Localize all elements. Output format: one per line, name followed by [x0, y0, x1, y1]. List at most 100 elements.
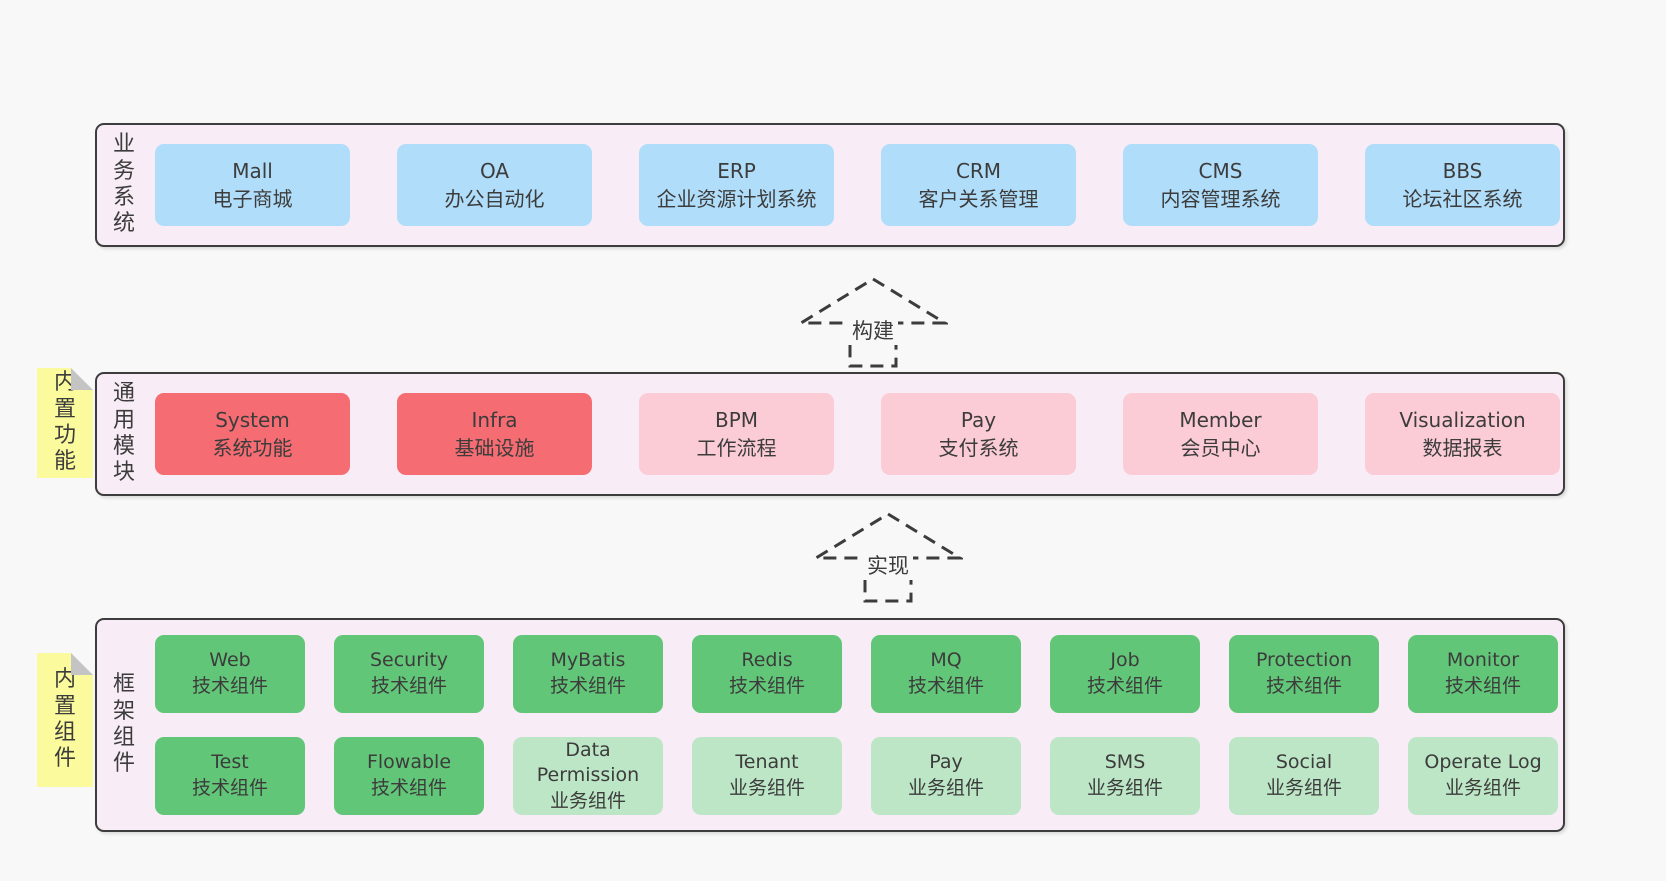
box-social: Social 业务组件 [1229, 737, 1379, 815]
box-title: MyBatis [550, 649, 626, 672]
box-title: CRM [955, 159, 1002, 183]
box-erp: ERP 企业资源计划系统 [639, 144, 834, 226]
box-title: Mall [232, 159, 273, 183]
box-title: Flowable [366, 751, 452, 774]
box-title: MQ [930, 649, 962, 672]
box-subtitle: 系统功能 [212, 436, 293, 460]
box-title: Visualization [1399, 408, 1526, 432]
box-infra: Infra 基础设施 [397, 393, 592, 475]
box-title: Monitor [1446, 649, 1520, 672]
box-title: SMS [1104, 751, 1146, 774]
box-title: Member [1179, 408, 1262, 432]
box-title: Test [211, 751, 249, 774]
box-subtitle: 技术组件 [1086, 675, 1163, 697]
note-fold-icon [71, 368, 93, 390]
panel-label-modules: 通用模块 [112, 381, 135, 486]
business-systems-panel: 业务系统 Mall 电子商城 OA 办公自动化 ERP 企业资源计划系统 CRM… [95, 123, 1565, 247]
build-arrow: 构建 [795, 275, 951, 369]
box-title: Security [369, 649, 449, 672]
box-operate-log: Operate Log 业务组件 [1408, 737, 1558, 815]
implement-arrow: 实现 [810, 510, 966, 604]
module-box-row: System 系统功能 Infra 基础设施 BPM 工作流程 Pay 支付系统… [155, 393, 1560, 475]
box-subtitle: 技术组件 [1444, 675, 1521, 697]
box-subtitle: 技术组件 [370, 777, 447, 799]
box-bpm: BPM 工作流程 [639, 393, 834, 475]
box-subtitle: 业务组件 [1265, 777, 1342, 799]
business-box-row: Mall 电子商城 OA 办公自动化 ERP 企业资源计划系统 CRM 客户关系… [155, 144, 1560, 226]
box-subtitle: 业务组件 [1086, 777, 1163, 799]
box-subtitle: 企业资源计划系统 [656, 187, 817, 211]
box-data-permission: Data Permission 业务组件 [513, 737, 663, 815]
sticky-note-text: 内置组件 [53, 667, 76, 772]
box-title: CMS [1198, 159, 1243, 183]
box-crm: CRM 客户关系管理 [881, 144, 1076, 226]
note-fold-icon [71, 653, 93, 675]
box-security: Security 技术组件 [334, 635, 484, 713]
box-title: Data Permission [536, 738, 640, 787]
box-system: System 系统功能 [155, 393, 350, 475]
box-title: Job [1110, 649, 1140, 672]
box-subtitle: 工作流程 [696, 436, 777, 460]
framework-components-panel: 框架组件 Web 技术组件 Security 技术组件 MyBatis 技术组件… [95, 618, 1565, 832]
box-title: Protection [1255, 649, 1353, 672]
box-subtitle: 办公自动化 [444, 187, 545, 211]
box-subtitle: 业务组件 [549, 789, 626, 812]
box-job: Job 技术组件 [1050, 635, 1200, 713]
box-test: Test 技术组件 [155, 737, 305, 815]
box-subtitle: 数据报表 [1422, 436, 1503, 460]
box-monitor: Monitor 技术组件 [1408, 635, 1558, 713]
box-title: BPM [714, 408, 759, 432]
box-title: Operate Log [1424, 751, 1542, 774]
box-title: Pay [929, 751, 963, 774]
box-subtitle: 技术组件 [549, 675, 626, 697]
arrow-label: 实现 [863, 550, 913, 580]
box-title: ERP [717, 159, 756, 183]
dashed-up-arrow-icon [810, 512, 966, 603]
box-title: Pay [960, 408, 997, 432]
box-subtitle: 内容管理系统 [1160, 187, 1281, 211]
box-mq: MQ 技术组件 [871, 635, 1021, 713]
box-mall: Mall 电子商城 [155, 144, 350, 226]
box-tenant: Tenant 业务组件 [692, 737, 842, 815]
box-title: Tenant [735, 751, 799, 774]
box-mybatis: MyBatis 技术组件 [513, 635, 663, 713]
box-subtitle: 技术组件 [1265, 675, 1342, 697]
box-subtitle: 业务组件 [907, 777, 984, 799]
sticky-note-builtin-features: 内置功能 [37, 368, 93, 478]
sticky-note-builtin-components: 内置组件 [37, 653, 93, 787]
common-modules-panel: 通用模块 System 系统功能 Infra 基础设施 BPM 工作流程 Pay… [95, 372, 1565, 496]
box-subtitle: 技术组件 [728, 675, 805, 697]
box-title: Social [1275, 751, 1333, 774]
box-web: Web 技术组件 [155, 635, 305, 713]
box-subtitle: 客户关系管理 [918, 187, 1039, 211]
box-title: Redis [741, 649, 793, 672]
box-title: Infra [471, 408, 518, 432]
arrow-label: 构建 [848, 315, 898, 345]
box-redis: Redis 技术组件 [692, 635, 842, 713]
box-oa: OA 办公自动化 [397, 144, 592, 226]
box-cms: CMS 内容管理系统 [1123, 144, 1318, 226]
box-subtitle: 技术组件 [191, 777, 268, 799]
box-title: BBS [1442, 159, 1483, 183]
box-protection: Protection 技术组件 [1229, 635, 1379, 713]
box-subtitle: 业务组件 [1444, 777, 1521, 799]
panel-label-business: 业务系统 [112, 132, 135, 237]
box-pay: Pay 支付系统 [881, 393, 1076, 475]
sticky-note-text: 内置功能 [53, 370, 76, 475]
box-title: Web [209, 649, 251, 672]
box-sms: SMS 业务组件 [1050, 737, 1200, 815]
box-subtitle: 技术组件 [191, 675, 268, 697]
component-box-grid: Web 技术组件 Security 技术组件 MyBatis 技术组件 Redi… [155, 635, 1558, 815]
box-pay-component: Pay 业务组件 [871, 737, 1021, 815]
box-subtitle: 电子商城 [212, 187, 293, 211]
box-subtitle: 业务组件 [728, 777, 805, 799]
box-visualization: Visualization 数据报表 [1365, 393, 1560, 475]
box-subtitle: 论坛社区系统 [1402, 187, 1523, 211]
box-subtitle: 技术组件 [370, 675, 447, 697]
box-title: OA [479, 159, 510, 183]
box-member: Member 会员中心 [1123, 393, 1318, 475]
box-subtitle: 支付系统 [938, 436, 1019, 460]
box-subtitle: 技术组件 [907, 675, 984, 697]
panel-label-components: 框架组件 [112, 672, 135, 777]
box-bbs: BBS 论坛社区系统 [1365, 144, 1560, 226]
